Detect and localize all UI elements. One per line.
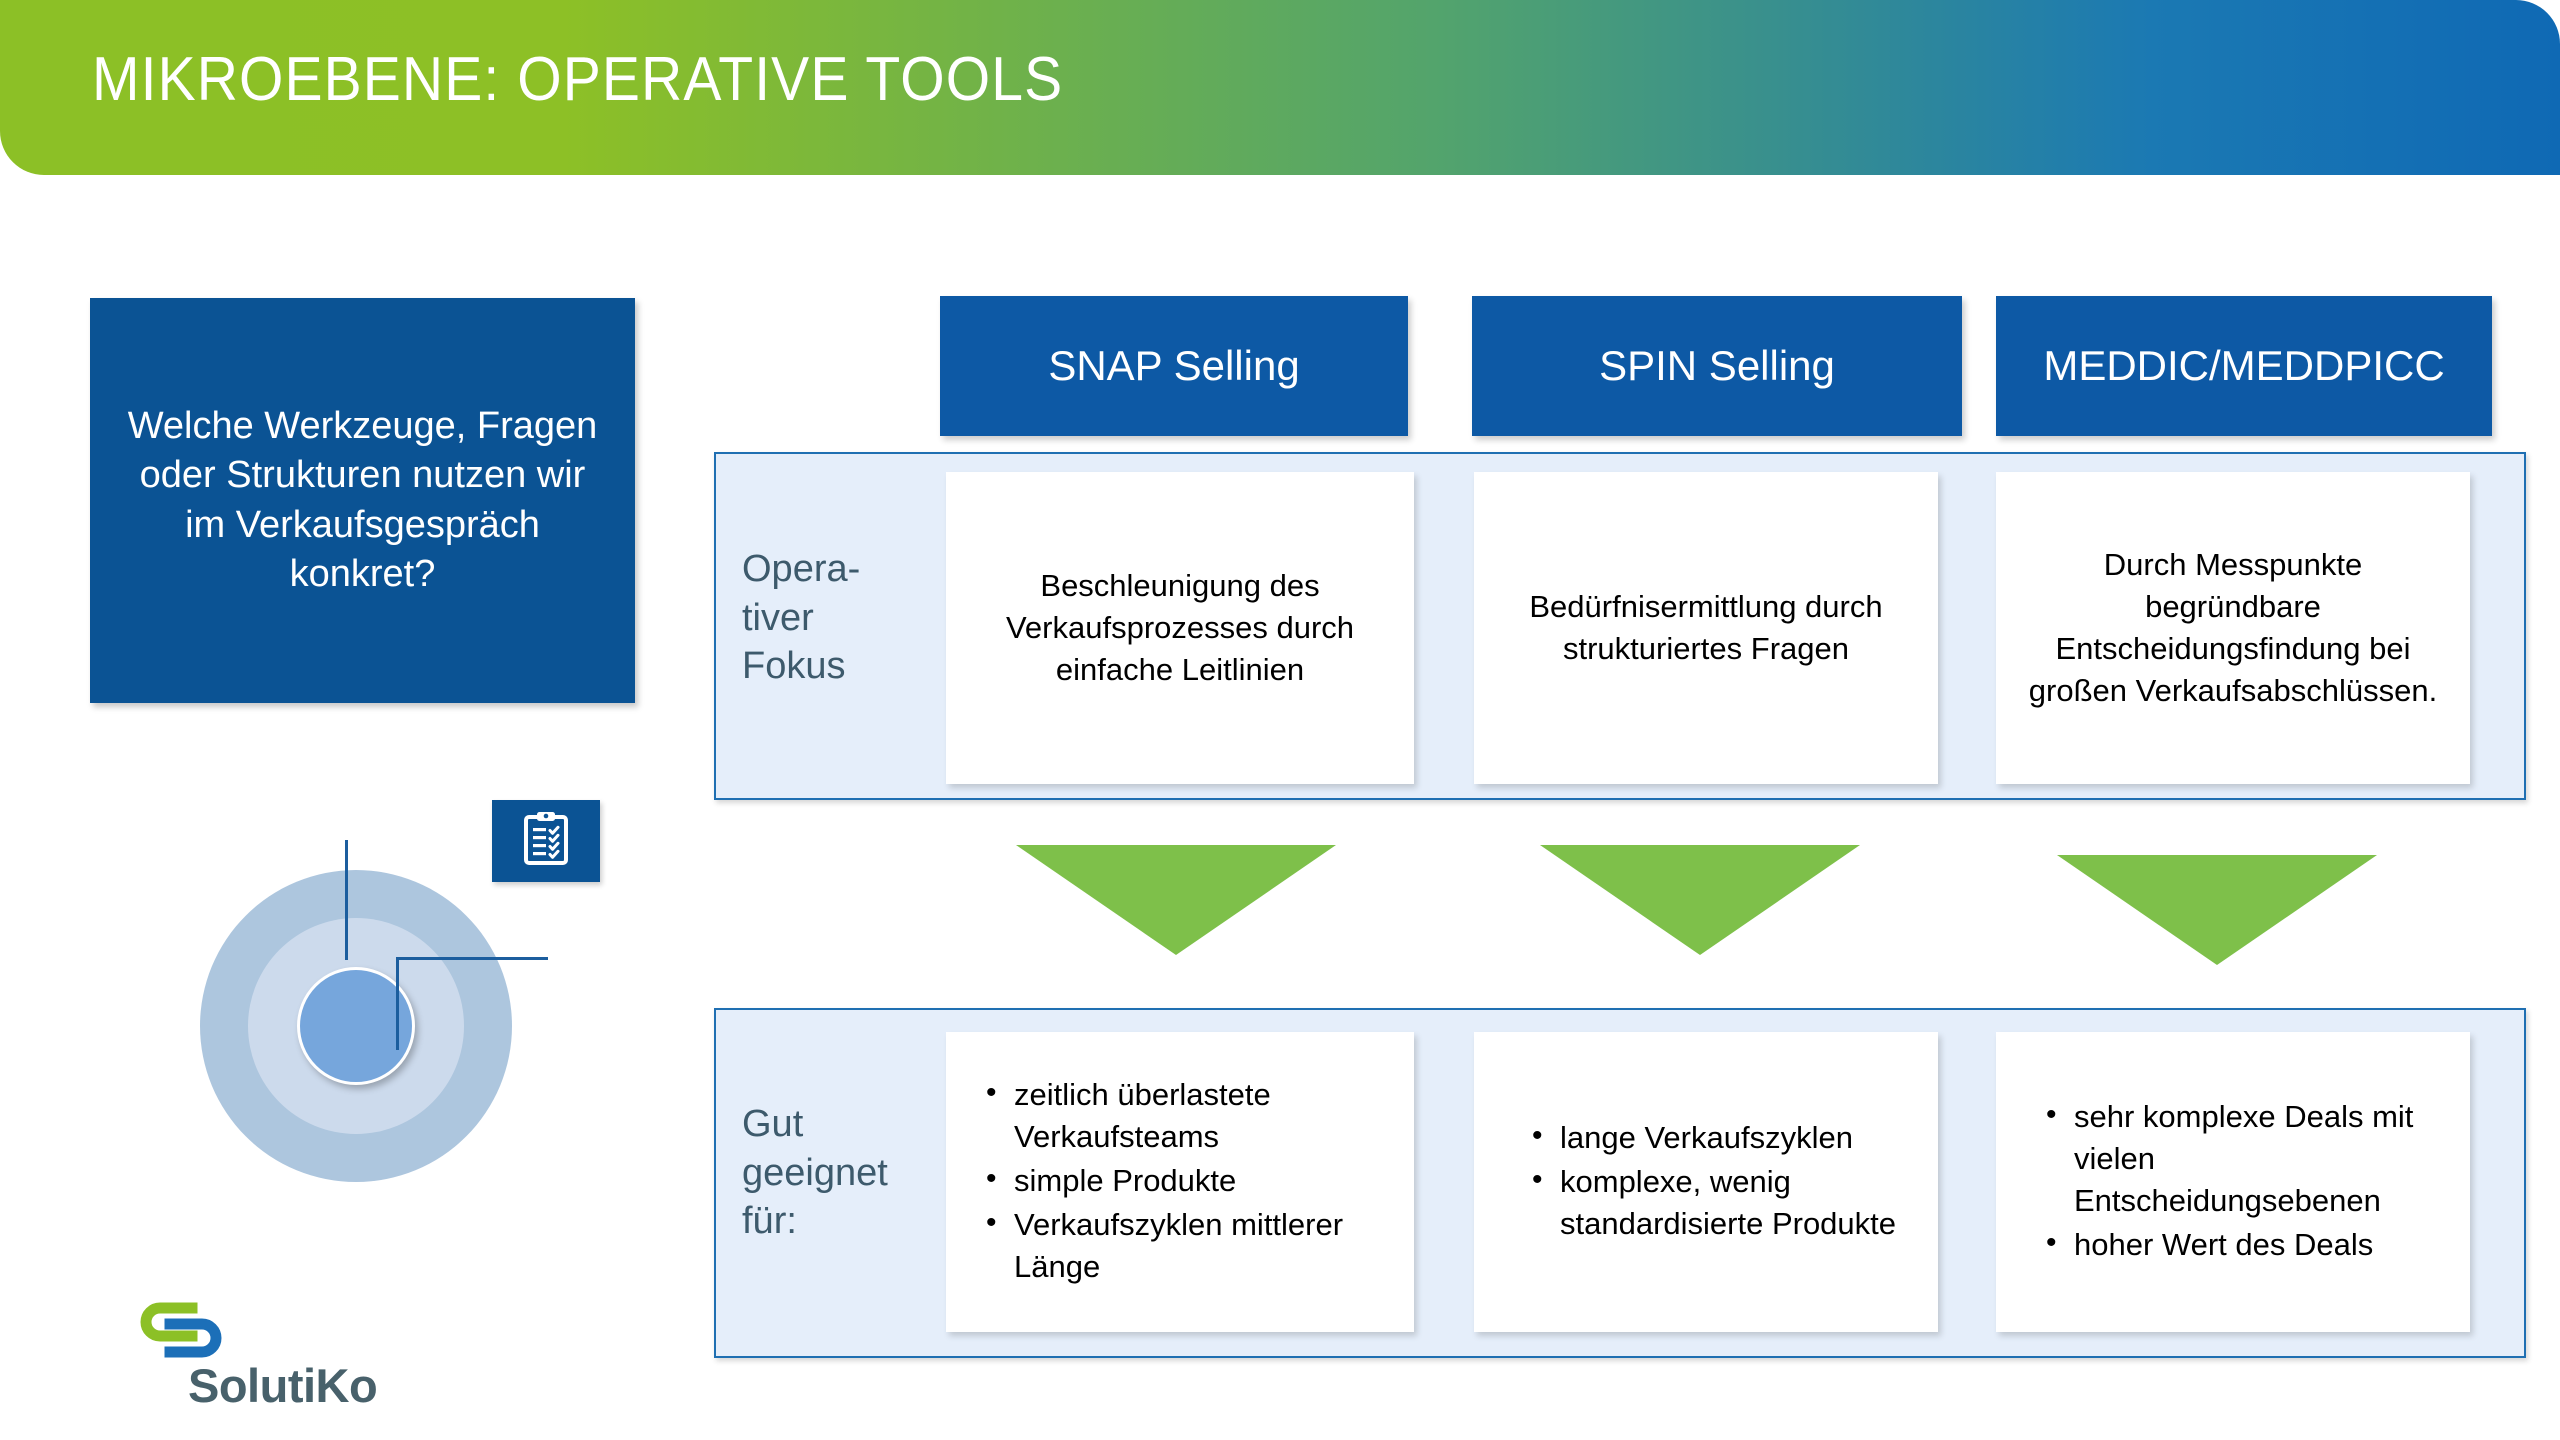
cell-geeignet-spin: lange Verkaufszyklenkomplexe, wenig stan… (1474, 1032, 1938, 1332)
list-item: simple Produkte (976, 1159, 1396, 1202)
connector-line-vertical (396, 957, 399, 1050)
bullet-list: zeitlich überlastete Verkaufsteamssimple… (964, 1073, 1396, 1291)
cell-text: Bedürfnisermittlung durch strukturiertes… (1529, 589, 1883, 666)
column-header-label: SPIN Selling (1599, 342, 1835, 389)
slide-header-banner: MIKROEBENE: OPERATIVE TOOLS (0, 0, 2560, 175)
cell-geeignet-snap: zeitlich überlastete Verkaufsteamssimple… (946, 1032, 1414, 1332)
company-logo: SolutiKo (130, 1300, 378, 1412)
list-item: komplexe, wenig standardisierte Produkte (1522, 1160, 1920, 1245)
cell-geeignet-meddic: sehr komplexe Deals mit vielen Entscheid… (1996, 1032, 2470, 1332)
cell-fokus-spin: Bedürfnisermittlung durch strukturiertes… (1474, 472, 1938, 784)
column-header-meddic: MEDDIC/MEDDPICC (1996, 296, 2492, 436)
column-header-spin: SPIN Selling (1472, 296, 1962, 436)
clipboard-icon-tile (492, 800, 600, 882)
inner-circle (297, 967, 415, 1085)
list-item: sehr komplexe Deals mit vielen Entscheid… (2036, 1095, 2452, 1222)
logo-wordmark: SolutiKo (188, 1359, 378, 1412)
column-header-snap: SNAP Selling (940, 296, 1408, 436)
cell-text: Beschleunigung des Verkaufsprozesses dur… (1005, 568, 1355, 687)
concentric-circles-graphic (200, 870, 520, 1190)
list-item: lange Verkaufszyklen (1522, 1116, 1920, 1159)
bullet-list: sehr komplexe Deals mit vielen Entscheid… (2014, 1095, 2452, 1269)
question-box-text: Welche Werkzeuge, Fragen oder Strukturen… (127, 404, 598, 595)
column-header-label: SNAP Selling (1048, 342, 1300, 389)
cell-text: Durch Messpunkte begründbare Entscheidun… (2028, 547, 2438, 708)
down-arrow-icon (1016, 845, 1336, 960)
page-title: MIKROEBENE: OPERATIVE TOOLS (92, 45, 1064, 114)
down-arrow-icon (2057, 855, 2377, 970)
connector-line-horizontal (396, 957, 548, 960)
solutiko-mark-icon (130, 1302, 250, 1368)
clipboard-checklist-icon (521, 811, 571, 872)
column-header-label: MEDDIC/MEDDPICC (2043, 342, 2445, 389)
cell-fokus-snap: Beschleunigung des Verkaufsprozesses dur… (946, 472, 1414, 784)
list-item: Verkaufszyklen mittlerer Länge (976, 1203, 1396, 1288)
cell-fokus-meddic: Durch Messpunkte begründbare Entscheidun… (1996, 472, 2470, 784)
question-box: Welche Werkzeuge, Fragen oder Strukturen… (90, 298, 635, 703)
connector-line-drop (345, 840, 348, 960)
list-item: hoher Wert des Deals (2036, 1223, 2452, 1266)
down-arrow-icon (1540, 845, 1860, 960)
bullet-list: lange Verkaufszyklenkomplexe, wenig stan… (1492, 1116, 1920, 1247)
list-item: zeitlich überlastete Verkaufsteams (976, 1073, 1396, 1158)
